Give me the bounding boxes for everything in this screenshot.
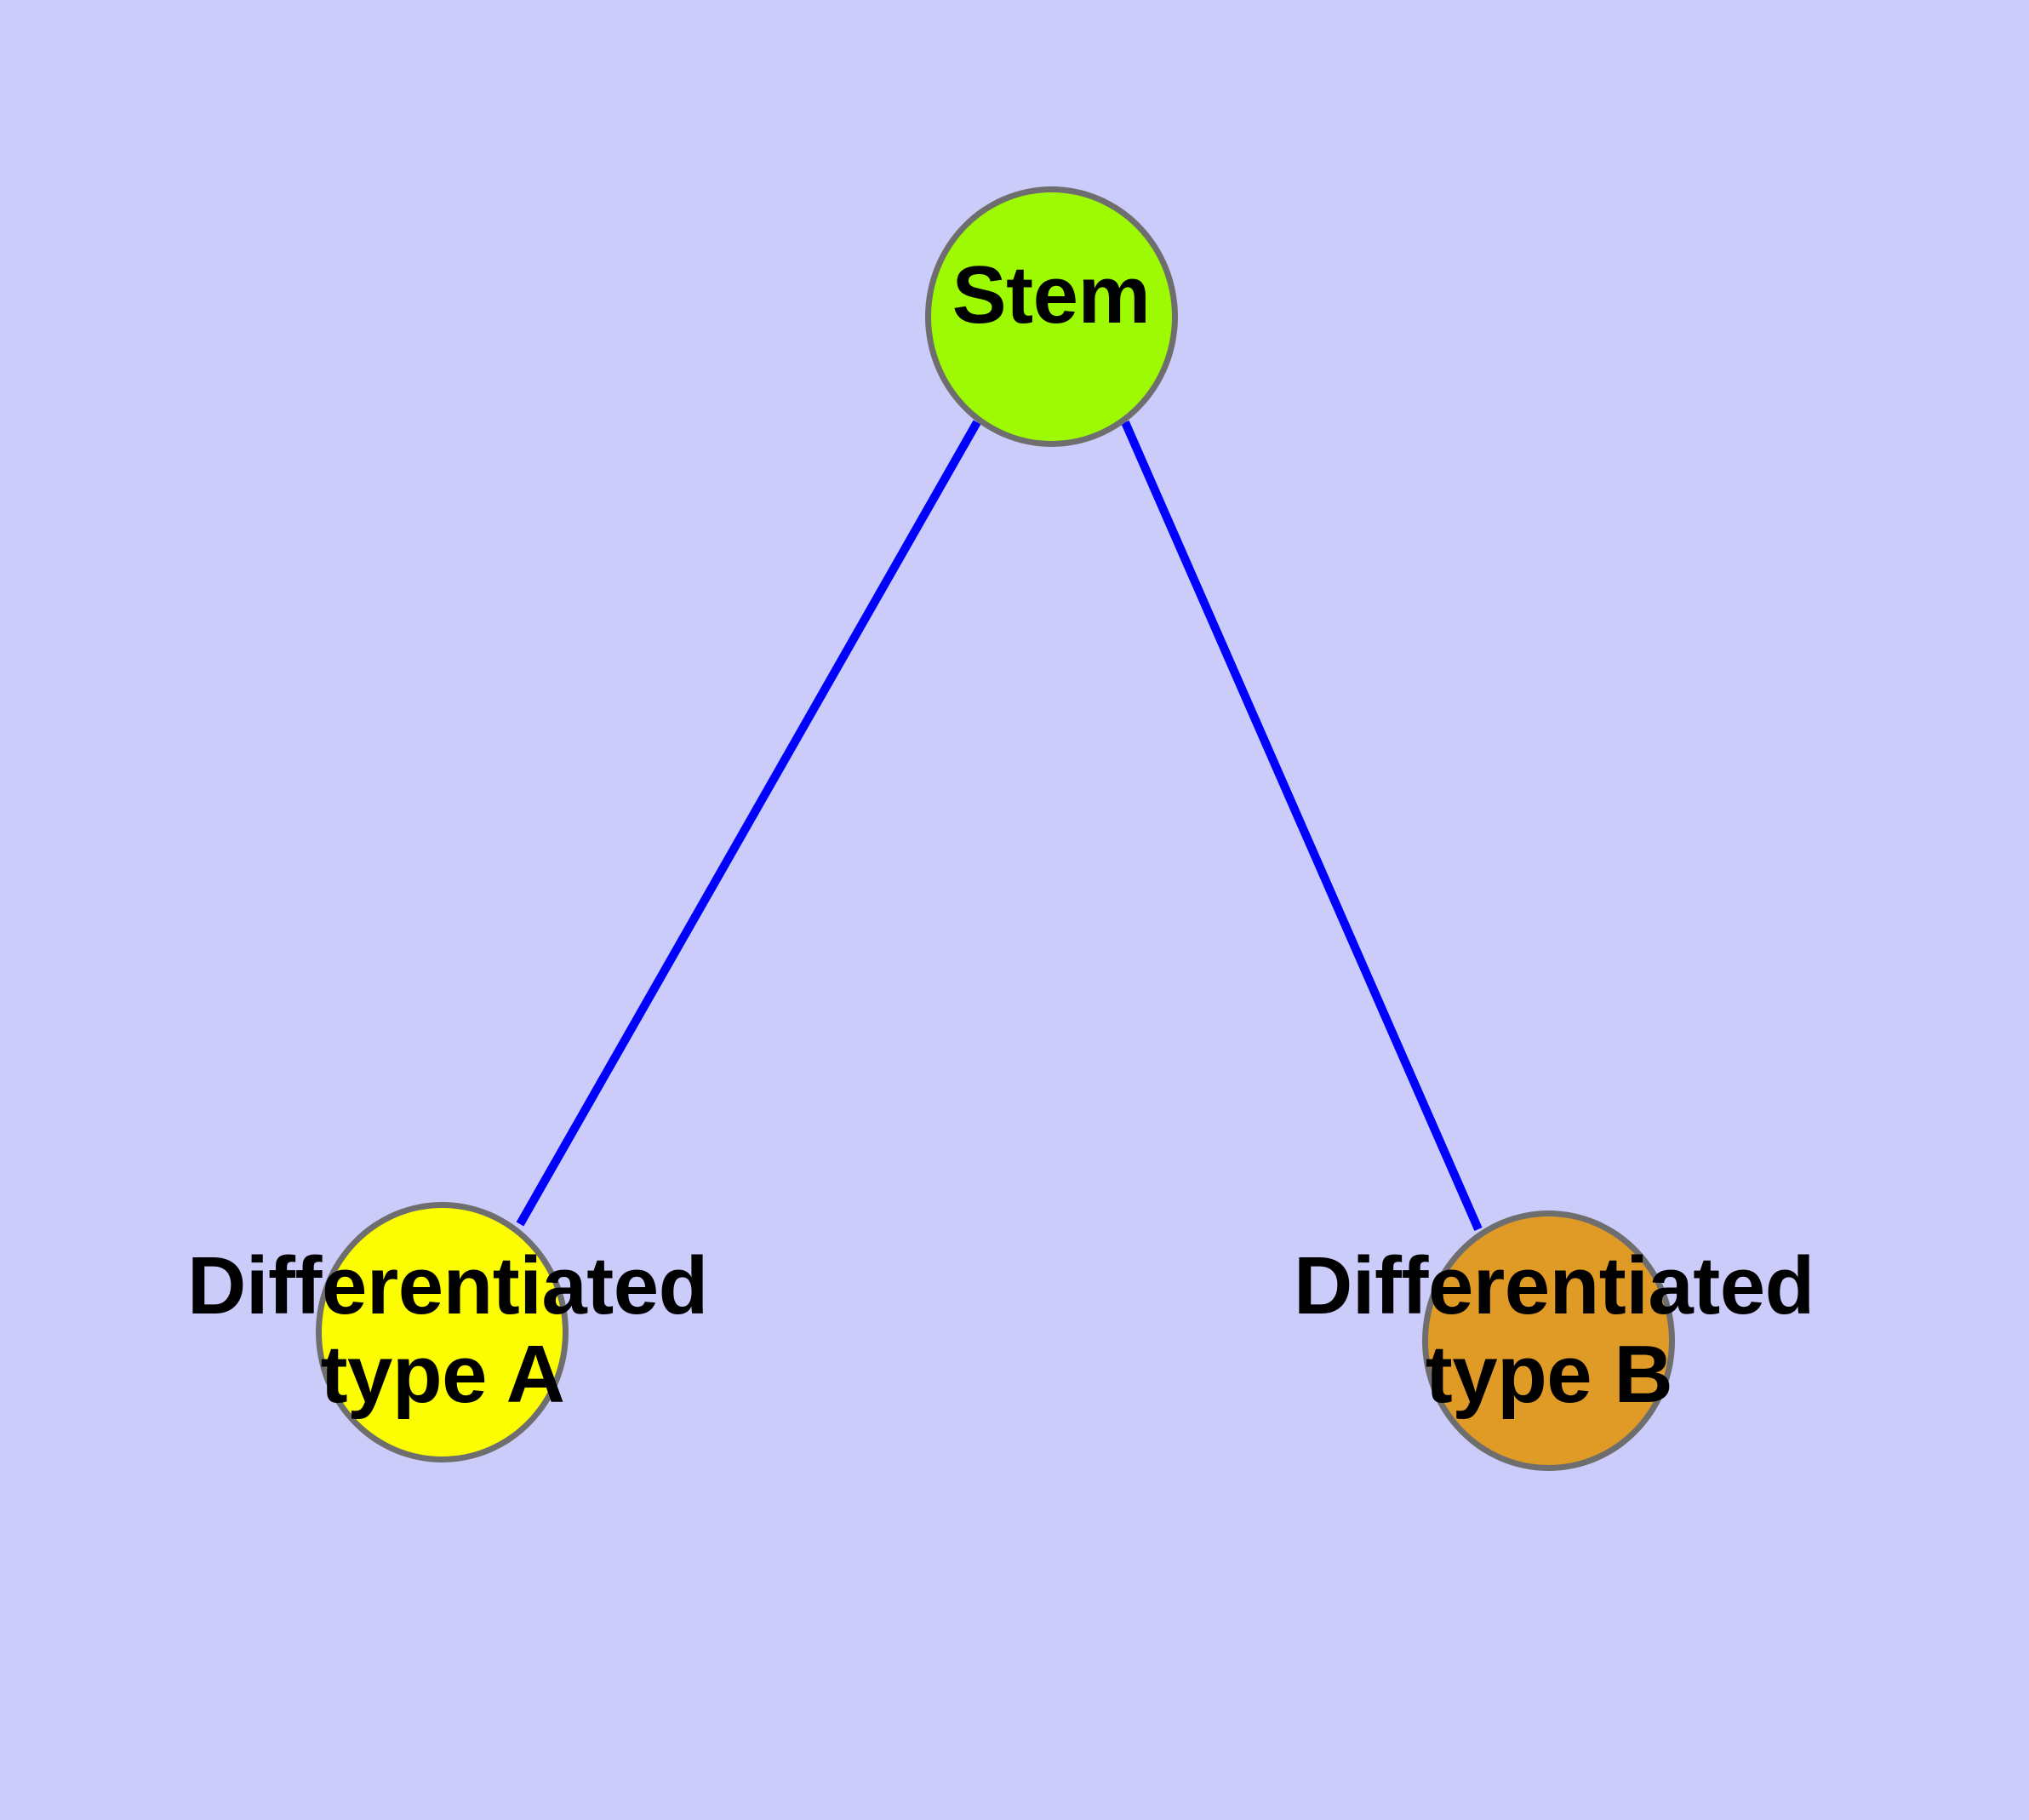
node-stem[interactable] xyxy=(925,186,1178,447)
edge-stem-to-diff-a xyxy=(516,420,981,1227)
node-differentiated-type-b[interactable] xyxy=(1422,1210,1675,1471)
edge-stem-to-diff-b xyxy=(1121,420,1483,1232)
node-differentiated-type-a[interactable] xyxy=(316,1202,569,1462)
